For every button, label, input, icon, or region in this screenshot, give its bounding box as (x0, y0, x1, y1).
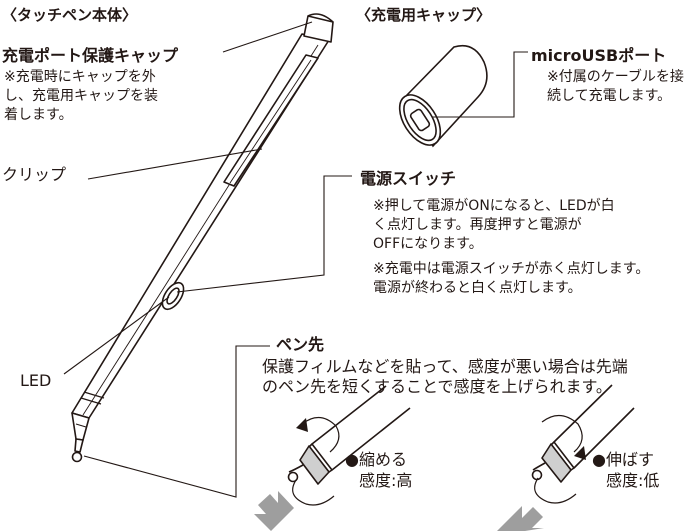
leader-lines (63, 21, 528, 498)
tighten-result-label: 感度:高 (359, 471, 413, 490)
cap-label: 充電ポート保護キャップ (2, 46, 179, 65)
tighten-action-label: ●縮める (345, 450, 407, 469)
microusb-port (409, 108, 431, 132)
loosen-action-label: ●伸ばす (592, 450, 654, 469)
pen-tip (74, 438, 84, 453)
pull-out-arrow (497, 506, 544, 531)
clip-label: クリップ (2, 165, 67, 184)
loosen-result-label: 感度:低 (606, 471, 660, 490)
stylus-pen (71, 13, 334, 463)
pen-section-title: 〈タッチペン本体〉 (2, 6, 138, 24)
rotate-icon (534, 414, 583, 504)
power-switch-label: 電源スイッチ (360, 169, 457, 188)
tip-description: 保護フィルムなどを貼って、感度が悪い場合は先端 のペン先を短くすることで感度を上… (262, 357, 628, 396)
tip-detail-loosen (497, 384, 635, 531)
tip-label: ペン先 (276, 335, 325, 354)
charge-cap-title: 〈充電用キャップ〉 (356, 6, 492, 24)
microusb-port-label: microUSBポート (531, 46, 667, 65)
power-switch (161, 281, 185, 311)
charging-cap-illustration (398, 44, 488, 148)
cap-note: ※充電時にキャップを外 し、充電用キャップを装 着します。 (4, 69, 158, 123)
led-label: LED (20, 371, 52, 390)
power-switch-note-2: ※充電中は電源スイッチが赤く点灯します。 電源が終わると白く点灯します。 (373, 261, 650, 296)
microusb-port-note: ※付属のケーブルを接 続して充電します。 (547, 69, 684, 104)
tip-detail-tighten (254, 385, 411, 531)
rotate-icon (292, 416, 340, 506)
push-in-arrow (254, 491, 294, 531)
power-switch-note-1: ※押して電源がONになると、LEDが白 く点灯します。再度押すと電源が OFFに… (373, 198, 615, 252)
